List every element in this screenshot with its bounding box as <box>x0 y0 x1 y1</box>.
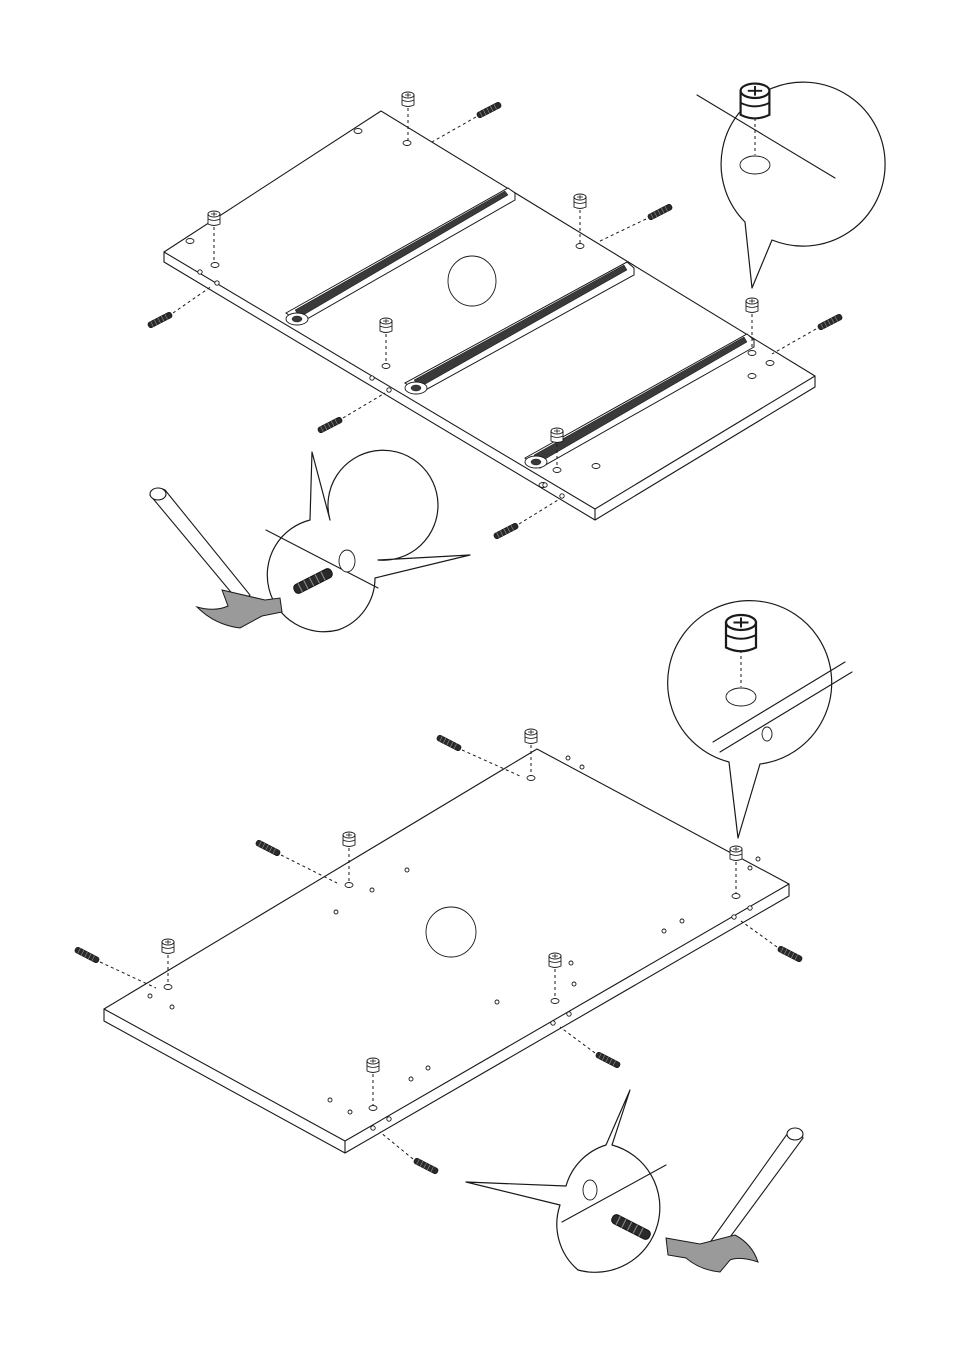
cam-lock-icon <box>162 939 174 954</box>
cam-lock-icon <box>549 953 561 968</box>
dowel-icon <box>436 734 462 751</box>
dowel-icon <box>147 311 173 328</box>
dowel-icon <box>595 1051 621 1068</box>
dowel-icon <box>493 522 519 539</box>
dowel-icon <box>255 839 281 856</box>
dowel-icon <box>777 945 803 962</box>
cam-lock-icon <box>208 211 220 226</box>
top-panel <box>164 111 815 520</box>
top-hammer-detail <box>150 450 470 632</box>
bottom-panel <box>104 749 789 1153</box>
cam-lock-icon <box>343 832 355 847</box>
cam-lock-icon <box>380 318 392 333</box>
bottom-assembly-step <box>74 601 852 1273</box>
bottom-cam-lock-detail <box>668 601 852 838</box>
cam-lock-icon <box>746 298 758 313</box>
cam-lock-icon <box>574 194 586 209</box>
cam-lock-icon <box>525 729 537 744</box>
cam-lock-icon <box>367 1058 379 1073</box>
top-assembly-step <box>147 82 885 632</box>
cam-lock-icon <box>551 428 563 443</box>
bottom-panel-center-hole <box>426 907 476 957</box>
cam-lock-icon <box>402 92 414 107</box>
cam-lock-icon <box>726 615 756 651</box>
bottom-hammer-detail <box>466 1090 803 1272</box>
cam-lock-icon <box>741 84 770 119</box>
dowel-icon <box>647 203 673 220</box>
top-cam-lock-detail <box>697 82 885 288</box>
hammer-icon <box>666 1128 803 1272</box>
cam-lock-icon <box>730 846 742 861</box>
top-panel-center-hole <box>448 256 496 306</box>
dowel-icon <box>74 946 100 963</box>
dowel-icon <box>817 313 843 330</box>
hammer-icon <box>150 488 282 628</box>
dowel-icon <box>413 1157 439 1174</box>
dowel-icon <box>476 101 502 118</box>
dowel-icon <box>317 416 343 433</box>
